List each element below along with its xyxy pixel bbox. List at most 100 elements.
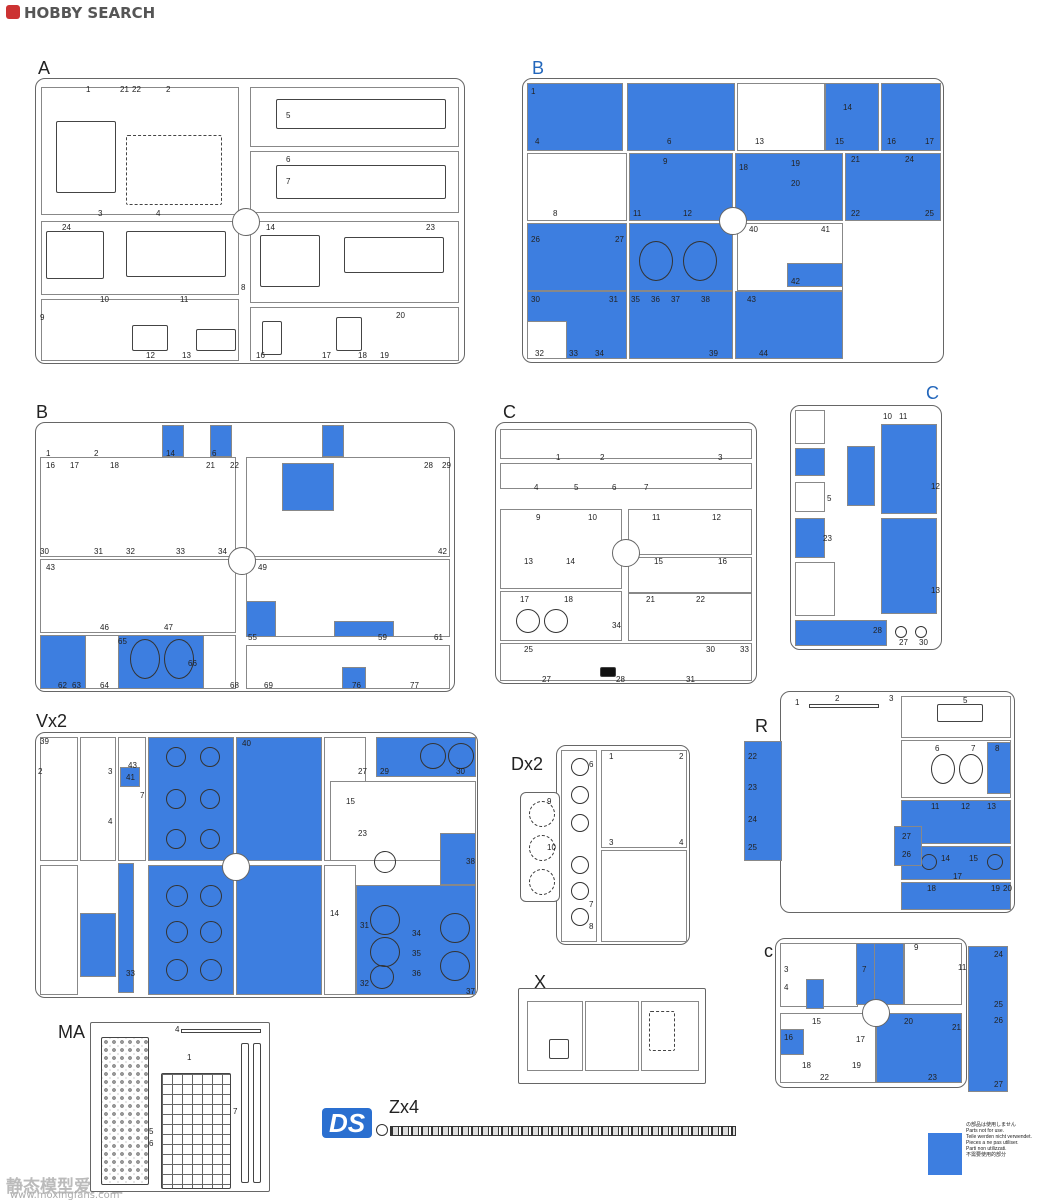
part-number: 24: [62, 223, 71, 232]
part-block: [600, 667, 616, 677]
sprue-a-frame: 1 21 22 2 3 4 5 6 7 8 9 10 11 12 13 14 1…: [35, 78, 465, 364]
part-number: 26: [531, 235, 540, 244]
sprue-a-part: [336, 317, 362, 351]
ring-part: [915, 626, 927, 638]
part-number: 14: [941, 854, 950, 863]
part-number: 8: [995, 744, 1000, 753]
hull-section: [585, 1001, 639, 1071]
sprue-x-frame: [518, 988, 706, 1084]
part-number: 40: [242, 739, 251, 748]
sprue-a-part: [46, 231, 104, 279]
wheel-part: [516, 609, 540, 633]
sprue-a-cell: [250, 151, 459, 213]
part-number: 18: [927, 884, 936, 893]
unused-part-cell: [527, 223, 627, 291]
sprue-b-cell: [527, 153, 627, 221]
unused-part-cell: [80, 913, 116, 977]
part-number: 1: [46, 449, 51, 458]
part-number: 24: [905, 155, 914, 164]
part-number: 61: [434, 633, 443, 642]
part-number: 21: [851, 155, 860, 164]
sprue-label-c-right: C: [926, 383, 939, 403]
sprue-r-cell: [901, 696, 1011, 738]
part-number: 18: [739, 163, 748, 172]
part-number: 25: [994, 1000, 1003, 1009]
wheel-part: [200, 829, 220, 849]
part-number: 4: [784, 983, 789, 992]
part-number: 12: [961, 802, 970, 811]
part-number: 5: [149, 1127, 154, 1136]
unused-part-cell: [874, 943, 904, 1005]
part-number: 19: [380, 351, 389, 360]
sprue-c-mid-frame: 1 2 3 4 5 6 7 9 10 11 12 13 14 15 16 17 …: [495, 422, 757, 684]
part-number: 7: [971, 744, 976, 753]
sprue-b-top-hub: [719, 207, 747, 235]
unused-part-cell: [787, 263, 843, 287]
sprue-a-part: [344, 237, 444, 273]
sprue-d-frame: 1 2 3 4 6 7 8: [556, 745, 690, 945]
part-number: 17: [70, 461, 79, 470]
unused-part-cell: [282, 463, 334, 511]
part-number: 43: [128, 761, 137, 770]
sprue-b-mid-hub: [228, 547, 256, 575]
sprue-a-part: [126, 231, 226, 277]
wheel-part: [639, 241, 673, 281]
part-number: 26: [994, 1016, 1003, 1025]
sprue-b-cell: [246, 457, 450, 557]
part-number: 16: [256, 351, 265, 360]
part-number: 64: [100, 681, 109, 690]
legend-line-de: Teile werden nicht verwendet.: [966, 1134, 1032, 1140]
part-number: 2: [166, 85, 171, 94]
sprue-a-part: [276, 165, 446, 199]
part-number: 9: [536, 513, 541, 522]
wheel-part: [529, 801, 555, 827]
wheel-part: [166, 789, 186, 809]
part-number: 42: [438, 547, 447, 556]
part-number: 10: [588, 513, 597, 522]
unused-part-cell: [806, 979, 824, 1009]
sprocket-part: [440, 913, 470, 943]
sprocket-part: [440, 951, 470, 981]
part-number: 36: [651, 295, 660, 304]
sprue-c-cell: [795, 410, 825, 444]
part-number: 65: [118, 637, 127, 646]
part-number: 40: [749, 225, 758, 234]
wheel-part: [200, 789, 220, 809]
unused-part-cell: [987, 742, 1011, 794]
part-number: 38: [701, 295, 710, 304]
part-number: 3: [609, 838, 614, 847]
sprocket-part: [370, 905, 400, 935]
part-number: 22: [696, 595, 705, 604]
part-number: 19: [852, 1061, 861, 1070]
wheel-part: [166, 747, 186, 767]
part-number: 32: [535, 349, 544, 358]
part-number: 3: [784, 965, 789, 974]
part-number: 13: [987, 802, 996, 811]
part-number: 18: [564, 595, 573, 604]
part-number: 22: [851, 209, 860, 218]
part-number: 1: [556, 453, 561, 462]
sprue-c-cell: [500, 643, 752, 681]
part-number: 27: [542, 675, 551, 684]
sprue-a-part: [126, 135, 222, 205]
part-number: 76: [352, 681, 361, 690]
part-number: 28: [424, 461, 433, 470]
sprue-label-r: R: [755, 716, 768, 736]
wheel-part: [571, 908, 589, 926]
strip-part: [241, 1043, 249, 1183]
unused-part-cell: [440, 833, 476, 885]
part-number: 13: [524, 557, 533, 566]
wheel-part: [166, 885, 188, 907]
sprocket-part: [448, 743, 474, 769]
wheel-part: [931, 754, 955, 784]
part-number: 16: [718, 557, 727, 566]
sprue-c-cell: [500, 429, 752, 459]
part-number: 3: [889, 694, 894, 703]
unused-part-cell: [246, 601, 276, 637]
part-number: 31: [360, 921, 369, 930]
part-number: 30: [706, 645, 715, 654]
part-number: 3: [98, 209, 103, 218]
sprue-c-cell: [904, 943, 962, 1005]
legend-line-zh: 不需要使用的部分: [966, 1152, 1007, 1158]
sprue-v-cell: [118, 737, 146, 861]
